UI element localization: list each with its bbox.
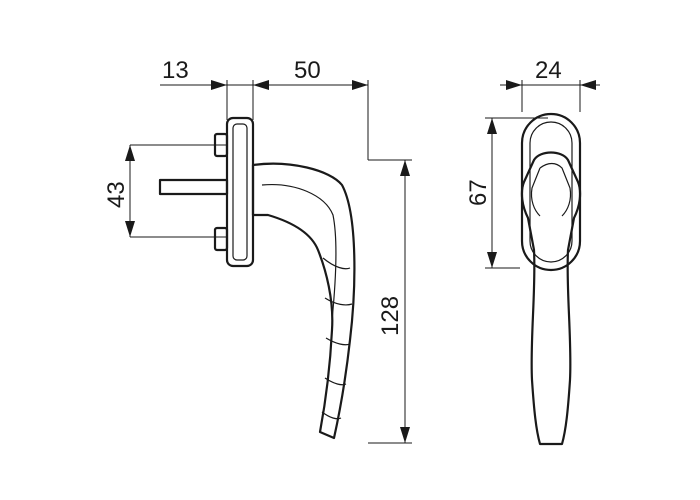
front-view: 24 67 <box>465 57 600 446</box>
width-dimension <box>500 80 600 112</box>
handle-lever-front <box>520 151 582 446</box>
top-dimension-line <box>160 80 369 160</box>
handle-rose-front <box>520 112 582 272</box>
rose-height-dimension <box>485 117 548 269</box>
dimension-label-50: 50 <box>294 57 321 84</box>
dimension-label-67: 67 <box>465 179 492 206</box>
dimension-label-24: 24 <box>535 57 562 84</box>
length-dimension <box>368 159 412 444</box>
handle-rose-side <box>158 116 255 268</box>
dimension-label-128: 128 <box>377 296 404 336</box>
dimension-label-43: 43 <box>103 181 130 208</box>
dimension-label-13: 13 <box>162 57 189 84</box>
spindle-spacing-dimension <box>125 144 226 238</box>
side-view: 13 50 43 <box>103 57 412 444</box>
handle-lever-side <box>251 162 356 440</box>
